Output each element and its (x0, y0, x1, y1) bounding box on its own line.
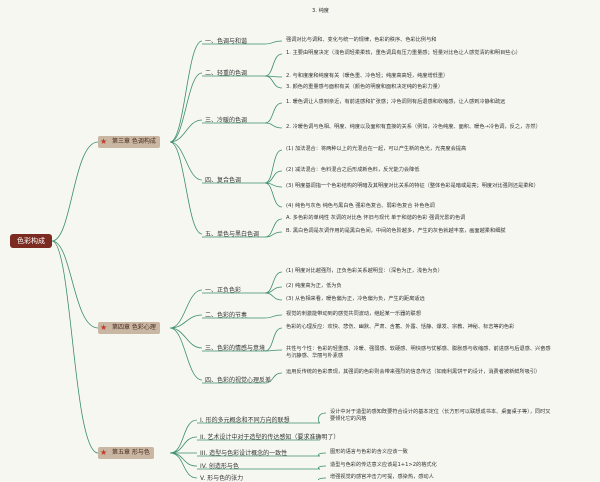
connector (169, 314, 203, 329)
connector (51, 240, 99, 454)
item-text: 1. 暖色调让人感到亲近，有前进感和扩张感；冷色调则有后退感和收缩感，让人感到冷… (286, 99, 506, 105)
connector (51, 240, 99, 329)
root-node[interactable]: 色彩构成 (10, 234, 52, 248)
chapter-title: 第三章 色调构成 (112, 138, 156, 145)
section-node[interactable]: II. 艺术设计中对于造型的传达感知（要求准确明了） (200, 434, 340, 441)
connector (169, 452, 198, 479)
connector (264, 372, 283, 384)
star-icon: ★ (100, 323, 108, 332)
top-fragment: 3. 纯度 (312, 8, 329, 14)
section-node[interactable]: 三、色彩的情感与意境 (205, 345, 266, 352)
connector (169, 40, 203, 143)
item-text: 色彩的心理反应：欢快、悲伤、幽默、严肃、含蓄、外露、恬静、爆发、宗教、神秘、标志… (286, 324, 515, 330)
section-node[interactable]: V. 形与色的张力 (200, 475, 244, 482)
chapter-node-ch5[interactable]: ★ 第五章 形与色 (98, 447, 154, 459)
section-node[interactable]: III. 造型与色彩设计概念的一致性 (200, 450, 288, 457)
section-node[interactable]: I. 形的多元概念和不同方向的联想 (200, 417, 290, 424)
connector (264, 75, 283, 89)
item-text: 视觉的刺激能带动到的感觉共同波动，继起某一乐器的联想 (286, 311, 421, 317)
connector (264, 170, 283, 184)
item-text: 造型与色彩的传达意义应该是1+1>2的格式化 (330, 462, 437, 468)
connector (169, 119, 203, 143)
connector (317, 452, 327, 457)
section-node[interactable]: 四、复合色调 (205, 177, 242, 184)
connector (317, 465, 327, 470)
connector (169, 289, 203, 329)
connector (51, 141, 99, 242)
star-icon: ★ (100, 137, 108, 146)
item-text: B. 黑白色调是灰调作用的是黑白色间，中间的色阶越多，产生的灰色就越丰富，画面越… (286, 228, 506, 234)
connector (169, 327, 203, 381)
section-node[interactable]: 四、色彩的视觉心理反差 (205, 377, 272, 384)
section-node[interactable]: 一、正负色彩 (205, 287, 242, 294)
chapter-node-ch3[interactable]: ★ 第三章 色调构成 (98, 136, 160, 148)
connector (264, 182, 283, 208)
item-text: 2. 与和度度和纯度有关（暖色重、冷色轻；纯度高高轻，纯度增低重） (286, 73, 449, 79)
connector (317, 412, 327, 424)
item-text: (1) 明度对比越强烈，正负色彩关系越明显：（深色为正，浅色为负） (286, 268, 443, 274)
star-icon: ★ (100, 448, 108, 457)
connector (264, 102, 283, 124)
connector (169, 327, 203, 349)
connector (264, 349, 283, 352)
connector (264, 271, 283, 294)
section-node[interactable]: 二、轻重的色调 (205, 70, 248, 77)
item-text: 1. 主要由明度决定（浅色调轻柔柔软，重色调具有压力重量感；轻量对比色让人感觉清… (286, 50, 521, 56)
item-text: 共性与个性：色彩的轻重感、冷暖、强弱感、软硬感、明快感与忧郁感、膨胀感与收缩感、… (286, 346, 551, 359)
section-node[interactable]: IV. 创造形与色 (200, 463, 239, 470)
connector (264, 292, 283, 301)
item-text: (2) 纯度高为正，低为负 (286, 283, 342, 289)
item-text: (3) 从色相来看，暖色偏为正，冷色偏为负，产生的距离适远 (286, 296, 425, 302)
item-text: 2. 冷暖色调与色相、明度、纯度以及面积有直接的关系（例如，冷色纯度、面积、暖色… (286, 124, 541, 130)
connector (264, 40, 283, 45)
section-node[interactable]: 五、单色与黑白色调 (205, 231, 260, 238)
connector (264, 327, 283, 352)
connector (264, 231, 283, 238)
item-text: (2) 减法混合：色料混合之后形成新色料，反光能力会降低 (286, 167, 420, 173)
item-text: 增强视觉的感官冲击力可提，感染热，感动人 (330, 474, 434, 480)
connector (169, 452, 198, 467)
item-text: (1) 加法混合：将两种以上的光混合在一起，可以产生新的色光，光亮度会提高 (286, 146, 467, 152)
item-text: 运用反传统的色彩表现，其强调的色彩则会带来强烈的信息传达（如南利黑饼干的设计，消… (286, 369, 541, 375)
connector (169, 436, 198, 454)
connector (264, 122, 283, 129)
item-text: (3) 明度基调指一个色彩结构的明暗及其明度对比关系的特征（整体色彩是暗或是亮；… (286, 183, 539, 189)
item-text: 设计中对于造型的感知既要符合设计的基本定位（长方形可以联想成书本、桌面桌子等），… (330, 409, 551, 422)
item-text: A. 多色彩的单纯性 灰调的对比色 怀旧与现代 单于和谐的色彩 强调光影的色调 (286, 215, 466, 221)
connector (264, 314, 283, 319)
chapter-node-ch4[interactable]: ★ 第四章 色彩心理 (98, 322, 160, 334)
section-node[interactable]: 二、色彩的节奏 (205, 312, 248, 319)
connector (169, 72, 203, 143)
connector (264, 53, 283, 77)
connector (169, 141, 203, 235)
connector (169, 419, 198, 454)
chapter-title: 第四章 色彩心理 (112, 324, 156, 331)
section-node[interactable]: 三、冷暖的色调 (205, 117, 248, 124)
item-text: (4) 纯色与灰色 纯色与黑白色 强彩色复合、弱彩色复合 补色色调 (286, 203, 435, 209)
chapter-title: 第五章 形与色 (112, 449, 150, 456)
item-text: 强调对比与调和、变化与统一的规律，色彩的秩序、色彩比例与和 (286, 37, 437, 43)
connector (264, 149, 283, 184)
item-text: 图形的语言与色彩的含义应该一致 (330, 449, 408, 455)
item-text: 3. 颜色的重量感与面积有关（颜色的明度和面积决定纯的色彩力量） (286, 84, 444, 90)
section-node[interactable]: 一、色调与和谐 (205, 38, 248, 45)
connector (169, 141, 203, 181)
